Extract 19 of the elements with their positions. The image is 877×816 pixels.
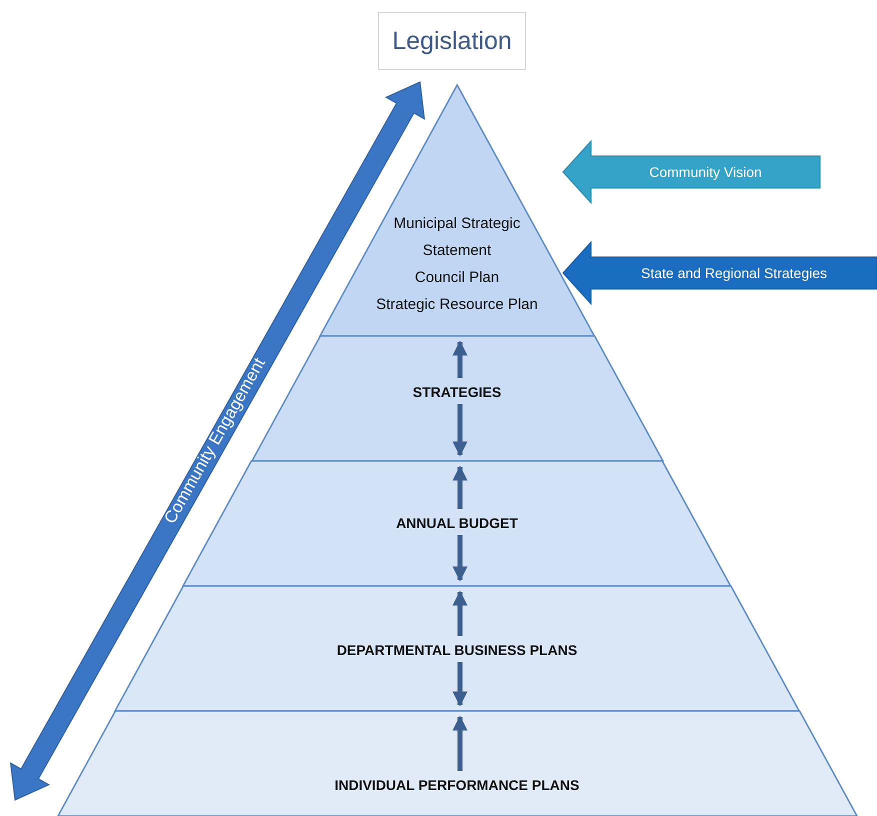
tier-label: DEPARTMENTAL BUSINESS PLANS: [336, 641, 578, 660]
block-arrow: [562, 140, 820, 204]
arrow: [452, 535, 468, 582]
tier-label: Municipal Strategic Statement: [392, 214, 522, 261]
arrow: [452, 716, 468, 771]
tier-label: Council Plan: [414, 268, 500, 288]
block-arrow: [562, 240, 877, 306]
text-box: Legislation: [378, 12, 526, 70]
tier-label: STRATEGIES: [412, 383, 502, 402]
arrow: [452, 662, 468, 706]
edge-label: Community Vision: [649, 163, 762, 181]
arrow: [452, 466, 468, 509]
tier-label: Strategic Resource Plan: [376, 295, 538, 315]
tier-label: ANNUAL BUDGET: [396, 514, 518, 533]
tier-label: INDIVIDUAL PERFORMANCE PLANS: [334, 776, 580, 795]
arrow: [452, 340, 468, 378]
arrow: [452, 590, 468, 636]
arrow: [452, 404, 468, 456]
edge-label: State and Regional Strategies: [641, 264, 827, 282]
